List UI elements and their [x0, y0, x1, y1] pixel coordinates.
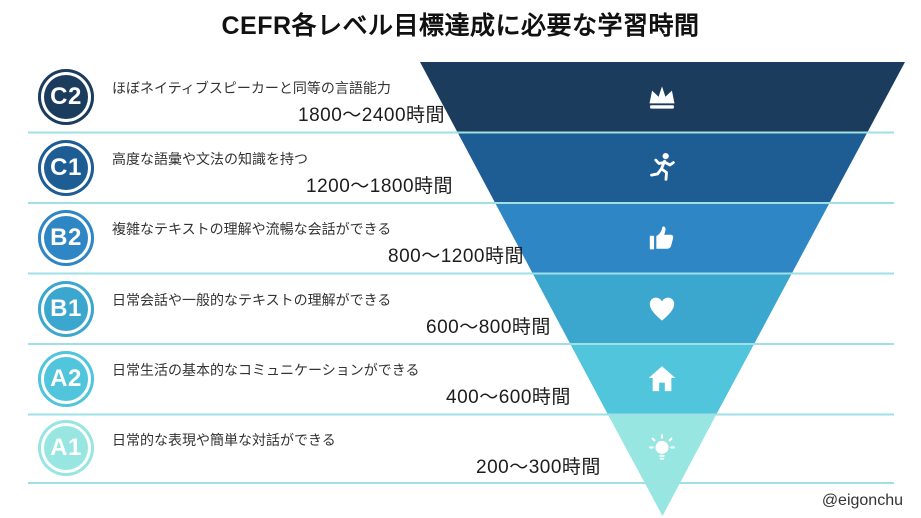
house-icon: [648, 366, 676, 392]
level-hours: 1200〜1800時間: [306, 176, 454, 197]
level-hours: 200〜300時間: [476, 457, 601, 478]
level-description: 日常的な表現や簡単な対話ができる: [112, 432, 336, 448]
crown-icon: [649, 86, 675, 109]
level-code: A2: [50, 365, 82, 392]
thumbs-up-icon: [649, 226, 674, 250]
level-badge-b2: B2: [38, 210, 94, 266]
page-title: CEFR各レベル目標達成に必要な学習時間: [221, 12, 700, 40]
level-code: B1: [50, 295, 82, 322]
level-code: B2: [50, 224, 82, 251]
level-description: ほぼネイティブスピーカーと同等の言語能力: [112, 80, 391, 96]
level-hours: 400〜600時間: [446, 387, 571, 408]
level-code: A1: [50, 434, 82, 461]
runner-icon: [650, 152, 675, 181]
level-badge-c1: C1: [38, 140, 94, 196]
funnel-band-a1: [607, 414, 717, 516]
watermark-credit: @eigonchu: [821, 492, 903, 509]
level-hours: 800〜1200時間: [388, 246, 524, 267]
level-code: C1: [50, 154, 82, 181]
level-description: 日常生活の基本的なコミュニケーションができる: [112, 362, 420, 378]
level-code: C2: [50, 83, 82, 110]
level-badge-b1: B1: [38, 281, 94, 337]
level-badge-c2: C2: [38, 69, 94, 125]
level-description: 高度な語彙や文法の知識を持つ: [112, 151, 308, 167]
lightbulb-icon: [649, 434, 675, 460]
level-description: 日常会話や一般的なテキストの理解ができる: [112, 292, 392, 308]
level-hours: 1800〜2400時間: [298, 105, 446, 126]
level-badge-a1: A1: [38, 420, 94, 476]
level-hours: 600〜800時間: [426, 317, 551, 338]
level-description: 複雑なテキストの理解や流暢な会話ができる: [112, 221, 392, 237]
level-badge-a2: A2: [38, 351, 94, 407]
heart-icon: [649, 297, 675, 321]
row-separators: [28, 131, 894, 484]
